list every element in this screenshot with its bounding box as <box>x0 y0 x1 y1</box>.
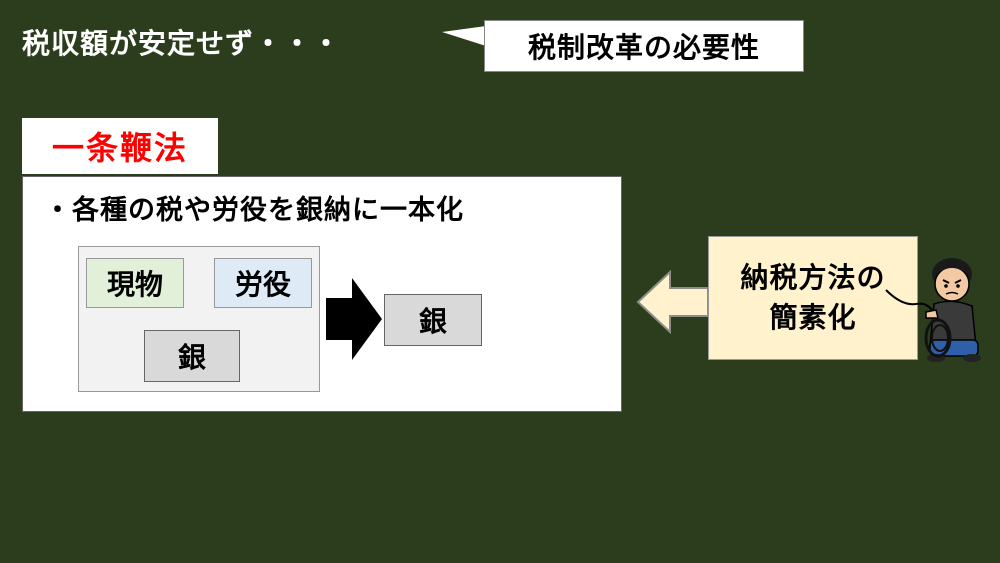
tile-gin-after: 銀 <box>384 294 482 346</box>
person-with-whip-illustration <box>885 258 981 362</box>
method-line-2: 簡素化 <box>769 301 857 334</box>
bullet-text: ・各種の税や労役を銀納に一本化 <box>44 195 464 226</box>
callout-tail-icon <box>442 26 486 46</box>
section-label: 一条鞭法 <box>22 118 218 174</box>
method-box: 納税方法の 簡素化 <box>708 236 918 360</box>
tile-gin-before: 銀 <box>144 330 240 382</box>
tile-roueki: 労役 <box>214 258 312 308</box>
arrow-left-icon <box>636 270 709 334</box>
slide-title: 税収額が安定せず・・・ <box>22 27 342 60</box>
method-line-1: 納税方法の <box>740 261 886 294</box>
callout-box: 税制改革の必要性 <box>484 20 804 72</box>
arrow-right-icon <box>326 278 382 360</box>
tile-genbutsu: 現物 <box>86 258 184 308</box>
